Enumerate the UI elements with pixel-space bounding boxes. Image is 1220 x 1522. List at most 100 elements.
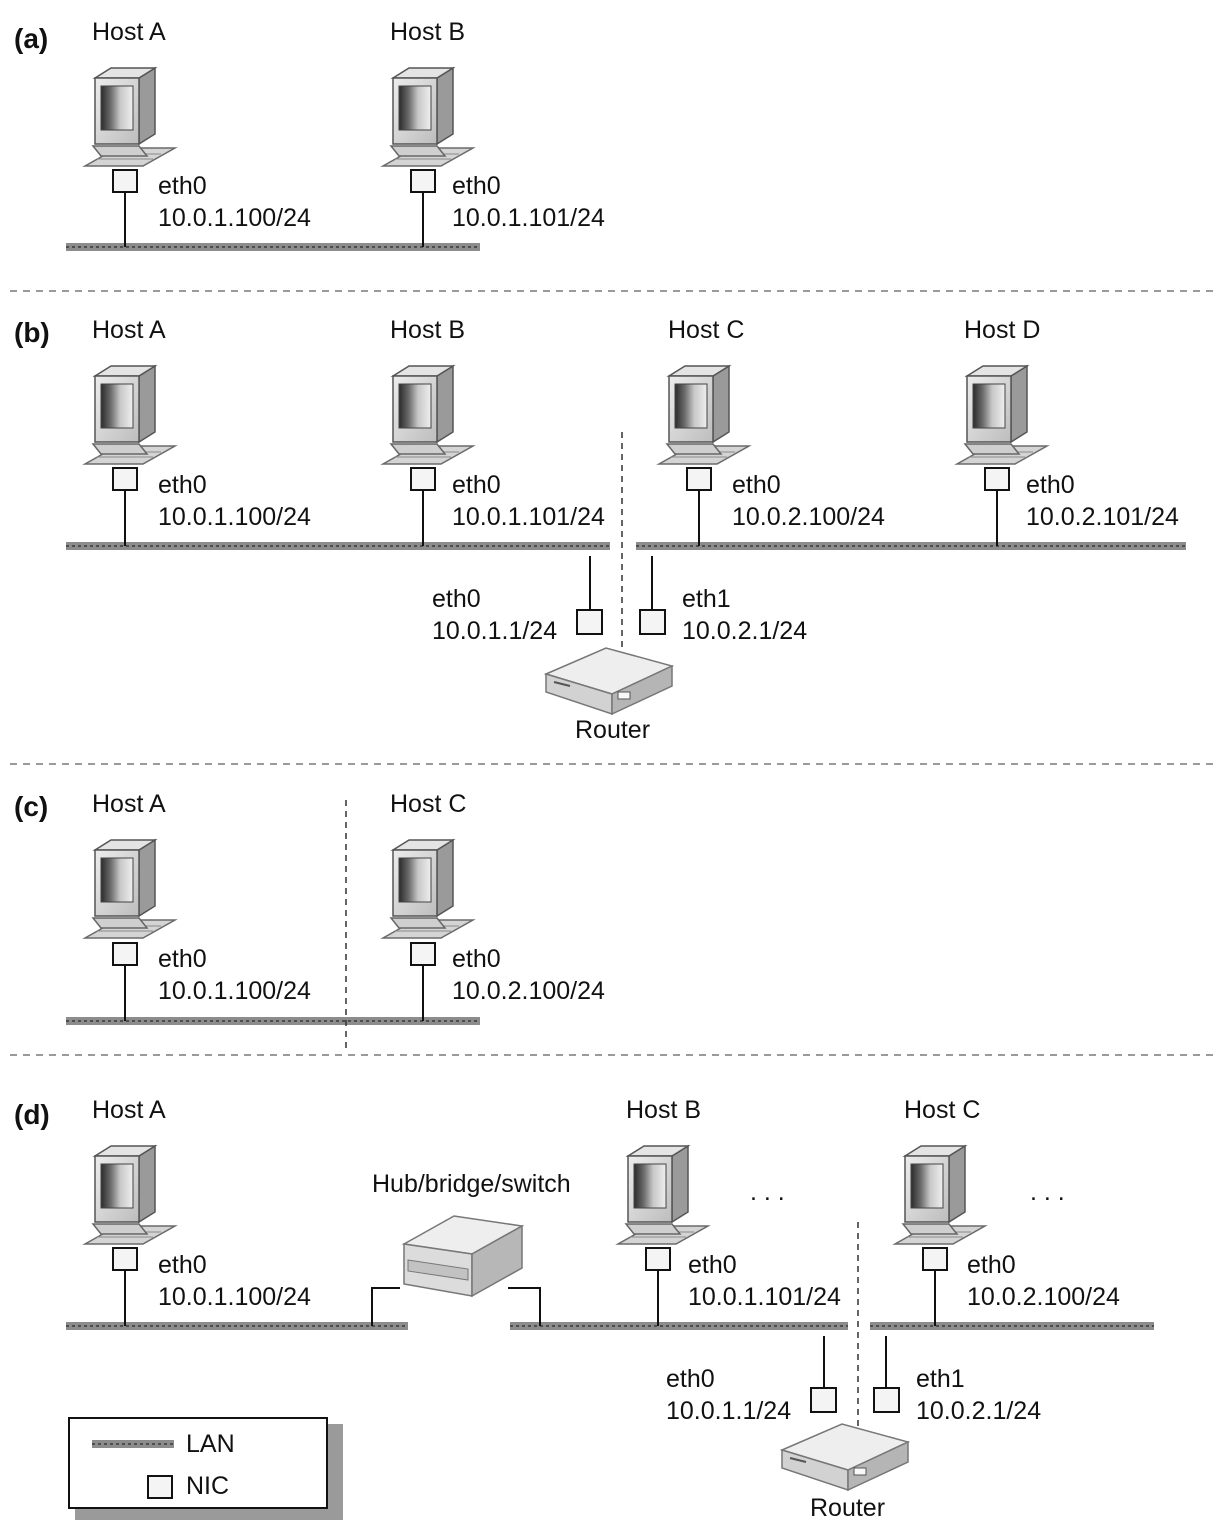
computer-icon <box>957 366 1047 464</box>
interface-label: eth0 <box>452 471 501 499</box>
hub-label: Hub/bridge/switch <box>372 1170 571 1198</box>
panel-b: (b) Host A eth0 10.0.1.100/24 Host B eth… <box>14 316 1186 744</box>
panel-c: (c) Host A eth0 10.0.1.100/24 Host C eth… <box>14 790 605 1050</box>
more-hosts-ellipsis: . . . <box>750 1178 785 1206</box>
host-label: Host B <box>390 18 465 46</box>
host-c: Host C eth0 10.0.2.100/24 <box>895 1096 1120 1326</box>
interface-label: eth0 <box>432 585 481 613</box>
interface-label: eth0 <box>732 471 781 499</box>
panel-label: (a) <box>14 23 48 54</box>
nic-icon <box>874 1388 899 1412</box>
nic-icon <box>148 1476 172 1498</box>
host-b: Host B eth0 10.0.1.101/24 <box>383 18 605 247</box>
ip-address: 10.0.1.101/24 <box>452 204 605 232</box>
nic-icon <box>411 943 435 965</box>
hub-bridge-switch: Hub/bridge/switch <box>372 1170 571 1326</box>
nic-icon <box>113 943 137 965</box>
host-label: Host B <box>390 316 465 344</box>
nic-icon <box>640 610 665 634</box>
nic-icon <box>923 1248 947 1270</box>
nic-icon <box>411 170 435 192</box>
ip-address: 10.0.1.100/24 <box>158 204 311 232</box>
nic-icon <box>811 1388 836 1412</box>
host-c: Host C eth0 10.0.2.100/24 <box>383 790 605 1021</box>
nic-icon <box>985 468 1009 490</box>
computer-icon <box>895 1146 985 1244</box>
host-d: Host D eth0 10.0.2.101/24 <box>957 316 1179 546</box>
computer-icon <box>85 1146 175 1244</box>
legend-lan-label: LAN <box>186 1430 235 1458</box>
host-a: Host A eth0 10.0.1.100/24 <box>85 18 311 247</box>
host-label: Host A <box>92 1096 166 1124</box>
host-label: Host B <box>626 1096 701 1124</box>
panel-label: (c) <box>14 791 48 822</box>
router-icon <box>546 648 672 714</box>
host-label: Host A <box>92 18 166 46</box>
interface-label: eth0 <box>158 471 207 499</box>
interface-label: eth0 <box>158 172 207 200</box>
router-label: Router <box>810 1494 885 1522</box>
nic-icon <box>577 610 602 634</box>
panel-d: (d) Host A eth0 10.0.1.100/24 Hub/bridge… <box>14 1096 1154 1522</box>
computer-icon <box>383 840 473 938</box>
ip-address: 10.0.1.1/24 <box>432 617 557 645</box>
interface-label: eth0 <box>967 1251 1016 1279</box>
interface-label: eth0 <box>158 945 207 973</box>
ip-address: 10.0.1.101/24 <box>452 503 605 531</box>
more-hosts-ellipsis: . . . <box>1030 1178 1065 1206</box>
ip-address: 10.0.1.1/24 <box>666 1397 791 1425</box>
interface-label: eth1 <box>916 1365 965 1393</box>
nic-icon <box>687 468 711 490</box>
ip-address: 10.0.2.100/24 <box>452 977 605 1005</box>
computer-icon <box>383 366 473 464</box>
router-label: Router <box>575 716 650 744</box>
computer-icon <box>85 840 175 938</box>
ip-address: 10.0.2.100/24 <box>967 1283 1120 1311</box>
computer-icon <box>618 1146 708 1244</box>
nic-icon <box>113 468 137 490</box>
interface-label: eth0 <box>452 172 501 200</box>
computer-icon <box>659 366 749 464</box>
router-icon <box>782 1424 908 1490</box>
interface-label: eth0 <box>666 1365 715 1393</box>
host-a: Host A eth0 10.0.1.100/24 <box>85 1096 311 1326</box>
ip-address: 10.0.1.100/24 <box>158 503 311 531</box>
computer-icon <box>85 366 175 464</box>
host-a: Host A eth0 10.0.1.100/24 <box>85 790 311 1021</box>
legend: LAN NIC <box>69 1418 343 1520</box>
panel-label: (b) <box>14 317 50 348</box>
ip-address: 10.0.2.1/24 <box>916 1397 1041 1425</box>
host-label: Host C <box>390 790 466 818</box>
interface-label: eth1 <box>682 585 731 613</box>
ip-address: 10.0.1.100/24 <box>158 1283 311 1311</box>
computer-icon <box>85 68 175 166</box>
interface-label: eth0 <box>1026 471 1075 499</box>
host-b: Host B eth0 10.0.1.101/24 <box>383 316 605 546</box>
ip-address: 10.0.1.101/24 <box>688 1283 841 1311</box>
host-a: Host A eth0 10.0.1.100/24 <box>85 316 311 546</box>
ip-address: 10.0.2.1/24 <box>682 617 807 645</box>
host-label: Host D <box>964 316 1040 344</box>
computer-icon <box>383 68 473 166</box>
nic-icon <box>411 468 435 490</box>
router: eth0 10.0.1.1/24 eth1 10.0.2.1/24 Router <box>666 1336 1041 1522</box>
nic-icon <box>113 170 137 192</box>
nic-icon <box>646 1248 670 1270</box>
hub-icon <box>404 1216 522 1296</box>
host-c: Host C eth0 10.0.2.100/24 <box>659 316 885 546</box>
legend-nic-label: NIC <box>186 1472 229 1500</box>
host-label: Host C <box>904 1096 980 1124</box>
panel-label: (d) <box>14 1099 50 1130</box>
host-label: Host A <box>92 316 166 344</box>
ip-address: 10.0.1.100/24 <box>158 977 311 1005</box>
ip-address: 10.0.2.101/24 <box>1026 503 1179 531</box>
interface-label: eth0 <box>158 1251 207 1279</box>
host-label: Host A <box>92 790 166 818</box>
nic-icon <box>113 1248 137 1270</box>
host-label: Host C <box>668 316 744 344</box>
interface-label: eth0 <box>452 945 501 973</box>
ip-address: 10.0.2.100/24 <box>732 503 885 531</box>
interface-label: eth0 <box>688 1251 737 1279</box>
router: eth0 10.0.1.1/24 eth1 10.0.2.1/24 Router <box>432 556 807 744</box>
